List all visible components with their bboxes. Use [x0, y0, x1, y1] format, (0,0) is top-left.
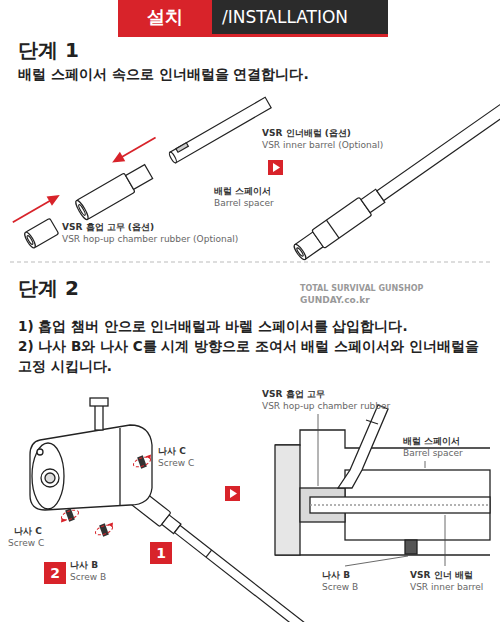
instruction-block: 1) 홉업 챔버 안으로 인너배럴과 바렐 스페이서를 삽입합니다.2) 나사 …	[18, 316, 486, 376]
illustration-stroke	[58, 506, 81, 524]
hop-rubber-end	[23, 231, 37, 250]
illustration-stroke	[310, 504, 490, 505]
illustration-stroke	[112, 154, 124, 165]
arrow-box-head	[230, 489, 237, 498]
step-instruction: 1) 홉업 챔버 안으로 인너배럴과 바렐 스페이서를 삽입합니다.	[18, 316, 486, 336]
callout-number: 2	[44, 562, 66, 584]
barrel-spacer	[76, 173, 135, 220]
inner-barrel	[377, 76, 500, 201]
illustration-stroke	[37, 449, 43, 455]
arrow-box	[268, 160, 283, 175]
illustration-stroke	[292, 243, 307, 261]
callout-text: 2	[50, 566, 60, 580]
illustration-stroke	[131, 453, 154, 471]
illustration-stroke	[48, 193, 60, 204]
illustration-stroke	[60, 517, 67, 523]
part-label: 배럴 스페이서	[403, 436, 460, 447]
illustration-stroke	[94, 523, 114, 537]
illustration-stroke	[275, 554, 490, 555]
hop-window	[176, 143, 188, 152]
illustration-stroke	[107, 522, 114, 528]
illustration-stroke	[318, 414, 319, 486]
part-label: Screw B	[70, 572, 106, 583]
callout-number: 1	[150, 542, 172, 564]
part-label: 나사 C	[158, 446, 186, 457]
illustration-stroke	[366, 420, 378, 424]
arrow-box-head	[273, 163, 280, 172]
header-subtitle: /INSTALLATION	[222, 7, 348, 27]
illustration-stroke	[13, 199, 53, 222]
illustration-stroke	[275, 445, 300, 555]
assembled-parts	[291, 72, 500, 263]
illustration-stroke	[32, 443, 64, 509]
part-label: 배럴 스페이서	[214, 186, 271, 197]
barrel-spacer	[312, 197, 372, 248]
illustration-stroke	[275, 430, 490, 448]
part-label: VSR 홉업 고무 (옵션)	[62, 222, 154, 233]
part-label: VSR hop-up chamber rubber (Optional)	[62, 234, 238, 245]
part-label: VSR inner barrel	[410, 582, 483, 593]
illustration-stroke	[145, 454, 152, 460]
illustration-stroke	[95, 404, 103, 430]
illustration-stroke	[445, 515, 446, 566]
step-heading: 단계 2	[18, 276, 79, 300]
inner-barrel	[170, 97, 271, 162]
part-label: VSR hop-up chamber rubber	[262, 401, 390, 412]
arrow-box	[225, 486, 240, 501]
screw-b	[405, 540, 417, 554]
exploded-parts	[10, 77, 274, 253]
insert-arrows	[10, 134, 159, 226]
watermark: GUNDAY.co.kr	[300, 295, 370, 306]
barrel-end	[168, 151, 177, 163]
part-label: 나사 B	[322, 570, 350, 581]
callout-text: 1	[156, 546, 166, 560]
part-label: Barrel spacer	[403, 448, 463, 459]
step-heading: 단계 1	[18, 38, 79, 62]
header-red	[118, 0, 212, 34]
illustration-stroke	[119, 137, 155, 158]
hop-rubber	[26, 218, 59, 248]
illustration-stroke	[345, 556, 408, 566]
header-dark	[212, 0, 388, 34]
illustration-stroke	[90, 398, 108, 406]
illustration-stroke	[93, 521, 116, 539]
part-label: VSR inner barrel (Optional)	[262, 140, 383, 151]
part-label: Screw C	[158, 458, 194, 469]
illustration-stroke	[425, 461, 426, 468]
part-label: Screw B	[322, 582, 358, 593]
part-label: VSR 인너배럴 (옵션)	[262, 128, 351, 139]
hop-lever	[338, 405, 388, 488]
inner-barrel	[310, 497, 490, 513]
spacer-collar	[126, 165, 153, 190]
illustration-stroke	[119, 428, 120, 505]
illustration-stroke	[60, 508, 80, 522]
spacer-end	[74, 199, 90, 221]
illustration-stroke	[30, 425, 152, 510]
part-label: 나사 B	[70, 560, 98, 571]
part-label: 나사 C	[14, 526, 42, 537]
part-label: Barrel spacer	[214, 198, 274, 209]
watermark: TOTAL SURVIVAL GUNSHOP	[300, 284, 423, 294]
part-label: Screw C	[8, 538, 44, 549]
illustration-stroke	[41, 469, 59, 487]
illustration-stroke	[45, 473, 55, 483]
spacer-bore	[78, 204, 87, 216]
illustration-stroke	[132, 455, 152, 469]
header-underline	[118, 34, 388, 37]
screws	[58, 453, 155, 539]
step-instruction: 2) 나사 B와 나사 C를 시계 방향으로 조여서 배럴 스페이서와 인너배럴…	[18, 336, 486, 376]
illustration-stroke	[326, 220, 339, 238]
cross-section	[275, 405, 490, 555]
hop-chamber	[30, 398, 152, 510]
page-title: 설치	[118, 0, 212, 34]
illustration-stroke	[206, 550, 212, 557]
hop-rubber-bore	[26, 235, 34, 245]
part-label: VSR 인너 배럴	[410, 570, 473, 581]
illustration-stroke	[296, 247, 304, 257]
part-label: VSR 홉업 고무	[262, 389, 325, 400]
separator	[10, 262, 490, 263]
step-instruction: 배럴 스페이서 속으로 인너배럴을 연결합니다.	[18, 66, 309, 83]
